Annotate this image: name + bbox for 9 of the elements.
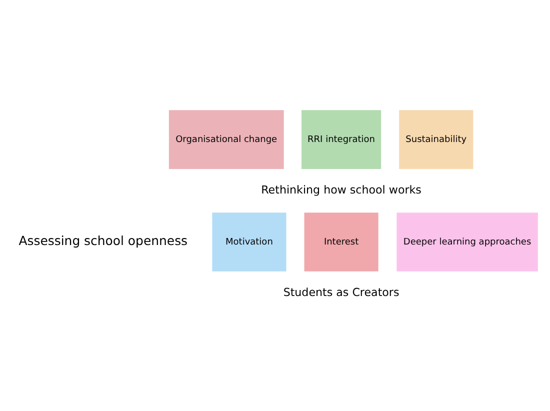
- node-box: RRI integration: [300, 108, 382, 170]
- node-box: Motivation: [211, 211, 287, 272]
- label: Assessing school openness: [18, 232, 188, 248]
- node-box: Sustainability: [398, 108, 474, 170]
- node-box: Interest: [304, 211, 380, 272]
- label: Students as Creators: [283, 285, 400, 298]
- label: Rethinking how school works: [261, 182, 422, 196]
- node-box: Deeper learning approaches: [396, 211, 539, 272]
- node-box: Organisational change: [168, 108, 285, 170]
